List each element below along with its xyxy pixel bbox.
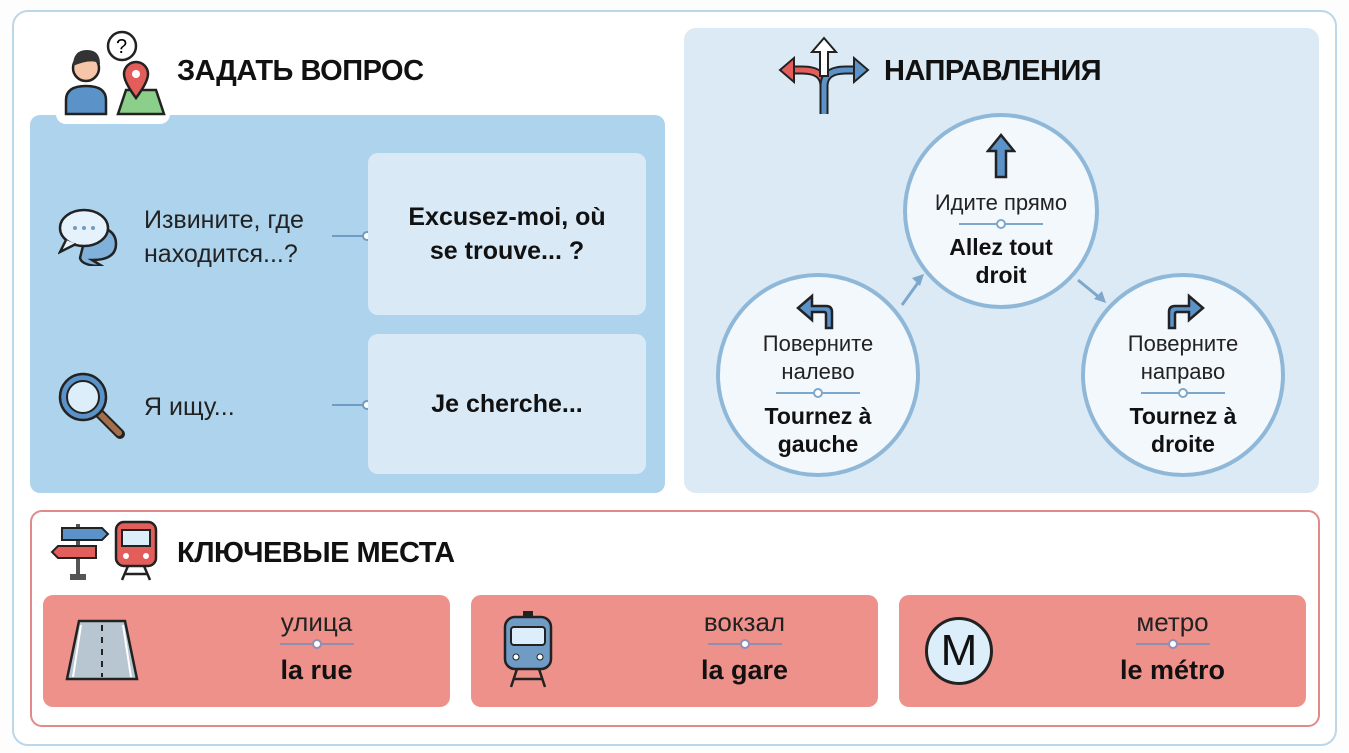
place-card-metro: M метро le métro <box>899 595 1306 707</box>
divider <box>279 639 354 649</box>
divider <box>707 639 782 649</box>
ask-title: ЗАДАТЬ ВОПРОС <box>177 55 424 87</box>
signpost-train-icon <box>50 520 158 581</box>
right-ru: Поверните направо <box>1127 331 1239 384</box>
left-ru: Поверните налево <box>762 331 874 384</box>
connector <box>332 404 364 406</box>
train-icon <box>503 611 553 688</box>
divider <box>776 388 860 398</box>
turn-right-icon <box>1167 293 1205 330</box>
direction-left: Поверните налево Tournez à gauche <box>716 273 920 477</box>
magnifier-icon <box>58 372 125 439</box>
ask-ru-2: Я ищу... <box>144 393 235 421</box>
right-fr: Tournez à droite <box>1129 403 1237 457</box>
left-fr: Tournez à gauche <box>764 403 872 457</box>
arrow-up-icon <box>986 133 1016 179</box>
straight-fr: Allez tout droit <box>949 234 1053 288</box>
street-ru: улица <box>280 607 353 637</box>
ask-fr-2: Je cherche... <box>368 334 646 474</box>
station-ru: вокзал <box>703 607 786 637</box>
direction-arrows <box>900 274 1106 306</box>
street-fr: la rue <box>280 655 353 685</box>
place-card-street: улица la rue <box>43 595 450 707</box>
crossroads-arrows-icon <box>778 36 870 114</box>
svg-text:?: ? <box>116 36 127 58</box>
metro-ru: метро <box>1136 607 1209 637</box>
connector <box>332 235 364 237</box>
straight-ru: Идите прямо <box>934 190 1068 215</box>
divider <box>959 219 1043 229</box>
direction-straight: Идите прямо Allez tout droit <box>903 113 1099 309</box>
speech-bubbles-icon <box>58 208 118 266</box>
place-card-station: вокзал la gare <box>471 595 878 707</box>
station-fr: la gare <box>700 655 789 685</box>
person-map-icon: ? <box>64 30 166 116</box>
metro-fr: le métro <box>1119 655 1226 685</box>
divider <box>1135 639 1210 649</box>
ask-fr-1: Excusez-moi, où se trouve... ? <box>368 153 646 315</box>
road-icon <box>65 619 139 681</box>
ask-ru-1: Извините, где находится...? <box>144 206 304 268</box>
places-title: КЛЮЧЕВЫЕ МЕСТА <box>177 537 455 569</box>
divider <box>1141 388 1225 398</box>
directions-title: НАПРАВЛЕНИЯ <box>884 55 1102 87</box>
metro-icon: M <box>925 617 993 685</box>
turn-left-icon <box>796 293 834 330</box>
direction-right: Поверните направо Tournez à droite <box>1081 273 1285 477</box>
